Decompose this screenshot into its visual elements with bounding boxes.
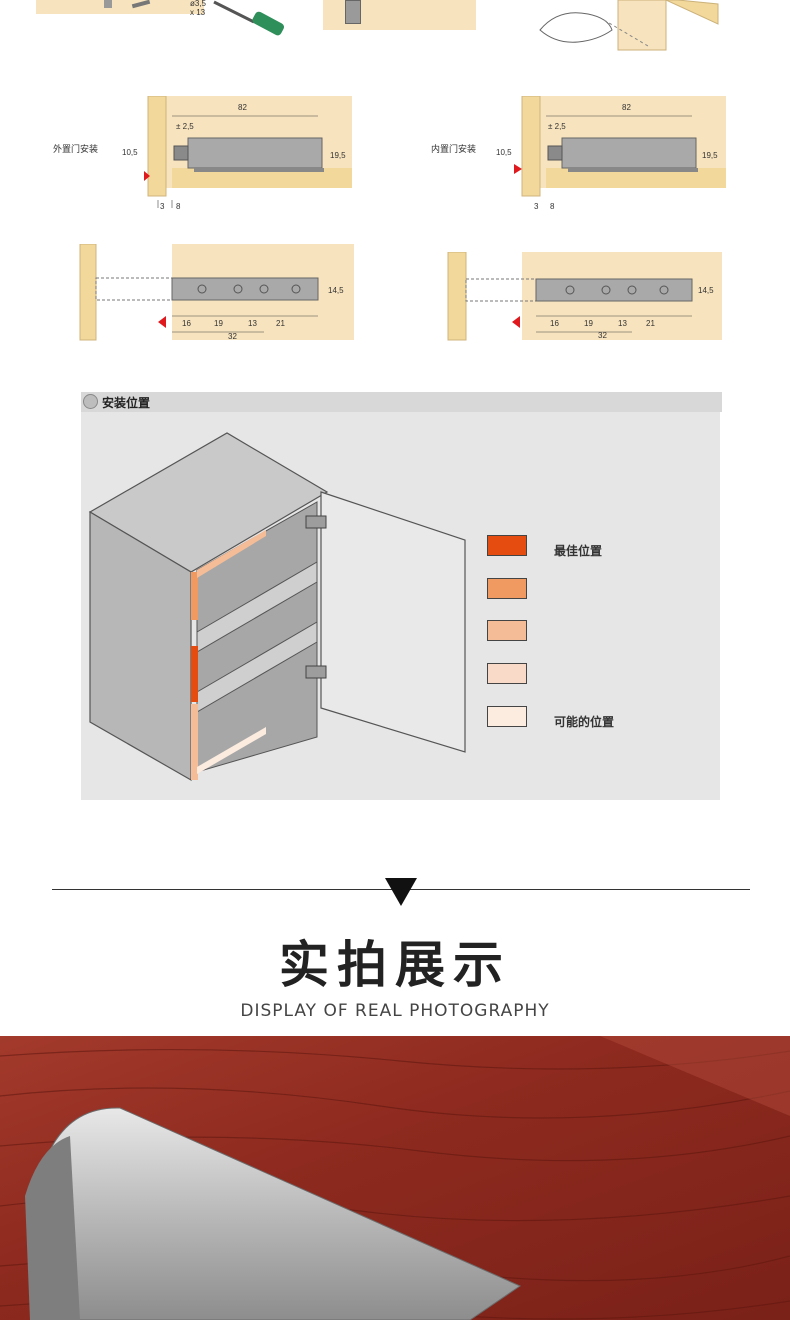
real-photo-subtitle: DISPLAY OF REAL PHOTOGRAPHY: [240, 1001, 550, 1021]
dim-total: 32: [228, 332, 237, 341]
dim-a: 16: [550, 319, 559, 328]
outer-door-label: 外置门安装: [53, 145, 99, 155]
inner-door-diagram: 82 ± 2,5 10,5 19,5 3 8: [492, 95, 732, 216]
dim-height-right: 19,5: [330, 151, 346, 160]
dim-a: 16: [182, 319, 191, 328]
legend-swatch-2: [487, 578, 527, 599]
dim-gap-a: 3: [160, 202, 165, 211]
real-photo-title: 实拍展示: [279, 936, 511, 994]
dim-c: 13: [248, 319, 257, 328]
legend-swatch-1: [487, 535, 527, 556]
install-position-panel: 最佳位置 可能的位置: [81, 412, 720, 800]
latch-icon: [345, 0, 361, 24]
dim-c: 13: [618, 319, 627, 328]
dim-length: 82: [622, 103, 631, 112]
install-position-heading: 安装位置: [102, 396, 151, 410]
triangle-down-icon: [385, 878, 417, 906]
top-illustration-middle: [323, 0, 476, 30]
hand-push-illustration: [538, 0, 738, 55]
stroke-diagram-left: 14,5 16 19 13 21 32: [78, 243, 354, 342]
dim-height: 14,5: [328, 286, 344, 295]
screw-icon: [131, 0, 151, 9]
dim-offset: ± 2,5: [548, 122, 566, 131]
cabinet-illustration: [88, 432, 466, 782]
dim-length: 82: [238, 103, 247, 112]
dim-gap-a: 3: [534, 202, 539, 211]
dim-total: 32: [598, 331, 607, 340]
dim-height: 14,5: [698, 286, 714, 295]
product-photo: [0, 1036, 790, 1320]
screw-icon: [104, 0, 112, 8]
legend-swatch-3: [487, 620, 527, 641]
dim-b: 19: [584, 319, 593, 328]
dim-height-left: 10,5: [496, 148, 512, 157]
legend-label-best: 最佳位置: [554, 544, 603, 558]
top-illustration-left: ø3,5 x 13: [36, 0, 207, 17]
dim-gap-b: 8: [550, 202, 555, 211]
dim-d: 21: [276, 319, 285, 328]
dim-d: 21: [646, 319, 655, 328]
stroke-diagram-right: 14,5 16 19 13 21 32: [446, 251, 722, 342]
dim-height-left: 10,5: [122, 148, 138, 157]
screwdriver-icon: [212, 0, 292, 44]
legend-swatch-5: [487, 706, 527, 727]
dim-height-right: 19,5: [702, 151, 718, 160]
inner-door-label: 内置门安装: [431, 145, 477, 155]
legend-swatch-4: [487, 663, 527, 684]
install-position-icon: [83, 394, 98, 409]
screw-size-label: ø3,5 x 13: [190, 0, 207, 17]
install-position-header: 安装位置: [81, 392, 722, 412]
legend-label-possible: 可能的位置: [554, 715, 615, 729]
dim-offset: ± 2,5: [176, 122, 194, 131]
dim-gap-b: 8: [176, 202, 181, 211]
outer-door-diagram: 82 ± 2,5 10,5 19,5 3 8: [118, 95, 358, 216]
dim-b: 19: [214, 319, 223, 328]
